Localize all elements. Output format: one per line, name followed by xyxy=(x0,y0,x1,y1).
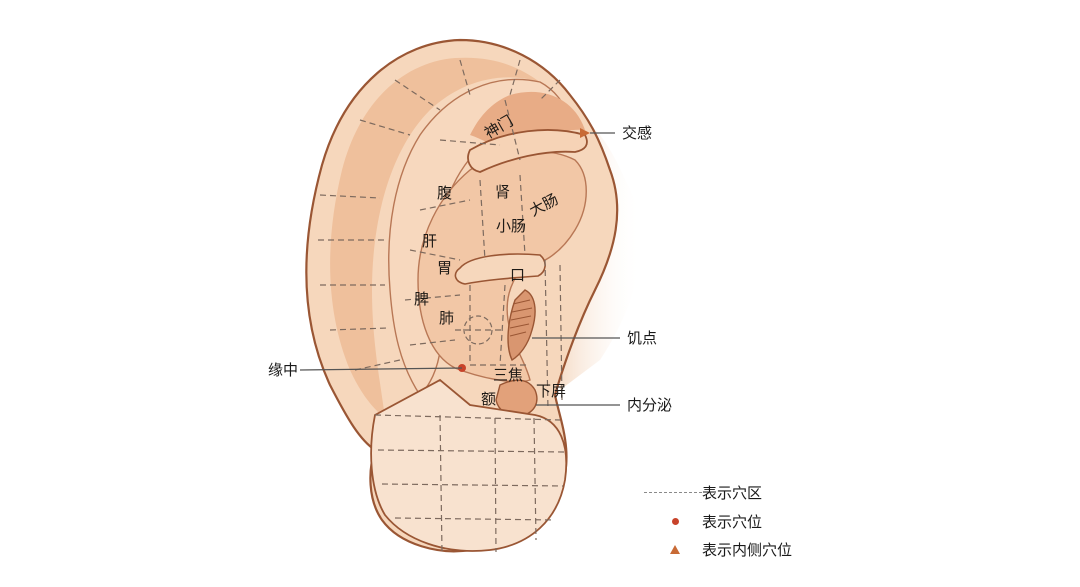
legend-dash-icon xyxy=(644,491,702,493)
region-gan: 肝 xyxy=(422,232,438,250)
region-sanjiao: 三焦 xyxy=(493,366,524,384)
legend-row-point: 表示穴位 xyxy=(644,510,762,532)
callout-jiaogan: 交感 xyxy=(622,124,653,142)
legend-row-inner: 表示内侧穴位 xyxy=(644,538,792,560)
region-xiaping: 下屏 xyxy=(536,382,567,400)
legend-text-point: 表示穴位 xyxy=(702,512,763,531)
region-dashes xyxy=(318,59,566,553)
notch-hatch xyxy=(509,299,533,337)
region-fu: 腹 xyxy=(437,184,453,202)
leader-lines xyxy=(299,132,620,406)
earlobe xyxy=(370,378,568,552)
region-kou: 口 xyxy=(510,266,526,284)
callout-jidian: 饥点 xyxy=(627,329,658,347)
callout-neifenmi: 内分泌 xyxy=(627,396,673,414)
legend-triangle-icon xyxy=(644,544,702,554)
region-pi: 脾 xyxy=(414,290,430,308)
region-xiaochang: 小肠 xyxy=(496,217,527,235)
inner-point-jiaogan xyxy=(580,128,590,138)
legend-text-inner: 表示内侧穴位 xyxy=(702,540,793,559)
callout-yuanzhong: 缘中 xyxy=(268,361,299,379)
region-e: 额 xyxy=(481,390,497,408)
region-wei: 胃 xyxy=(437,259,453,277)
helix-crus xyxy=(467,129,588,173)
region-shen: 肾 xyxy=(495,183,511,201)
legend-dot-icon xyxy=(644,517,702,525)
region-fei: 肺 xyxy=(439,309,455,327)
intertragic-notch xyxy=(507,289,536,362)
legend-row-area: 表示穴区 xyxy=(644,481,762,503)
crus-bump xyxy=(454,253,546,285)
small-circle-region xyxy=(463,315,493,345)
legend-text-area: 表示穴区 xyxy=(702,483,763,502)
scapha xyxy=(330,57,540,418)
